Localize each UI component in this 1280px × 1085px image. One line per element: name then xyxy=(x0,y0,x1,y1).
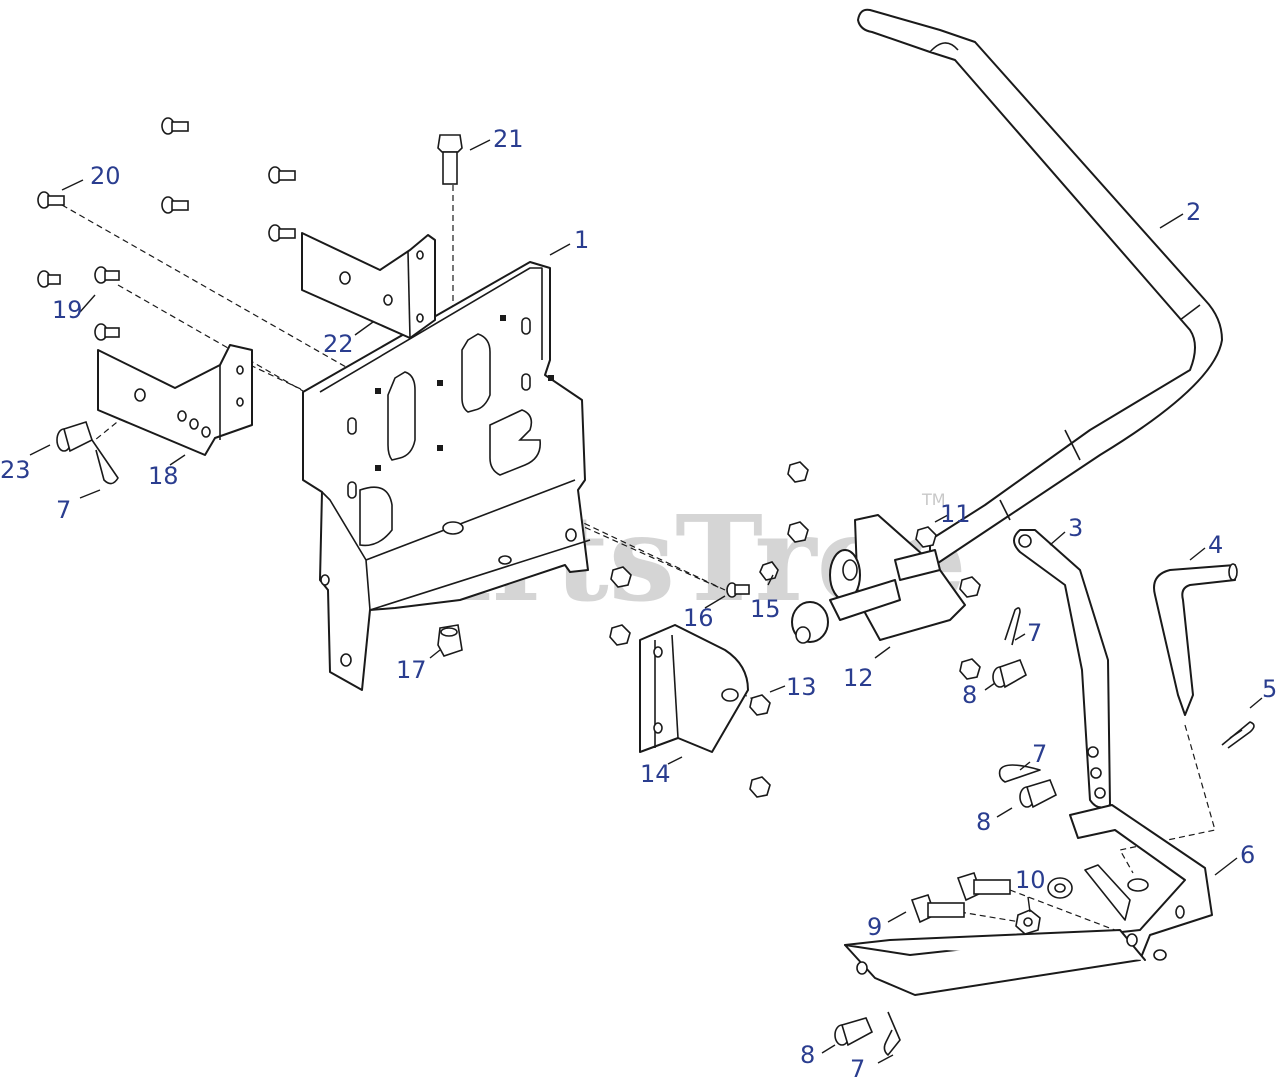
callout-16[interactable]: 16 xyxy=(683,604,714,632)
callout-18[interactable]: 18 xyxy=(148,462,179,490)
part-18-left-bracket[interactable] xyxy=(97,344,253,456)
pins-group xyxy=(56,420,1058,1056)
callout-20[interactable]: 20 xyxy=(90,162,121,190)
callout-2[interactable]: 2 xyxy=(1186,198,1201,226)
leader-lines xyxy=(29,139,1263,1064)
nut-icon[interactable] xyxy=(1015,909,1041,935)
nut-icon[interactable] xyxy=(437,624,463,657)
nut-icon[interactable] xyxy=(915,526,937,548)
nut-icon[interactable] xyxy=(787,461,809,483)
bolt-icon[interactable] xyxy=(37,191,65,209)
clevis-pin-icon[interactable] xyxy=(834,1017,874,1047)
part-12-pivot[interactable] xyxy=(791,514,966,644)
part-5-hairpin[interactable] xyxy=(1221,721,1255,749)
bolts-group xyxy=(37,117,1011,924)
callout-22[interactable]: 22 xyxy=(323,330,354,358)
callout-11[interactable]: 11 xyxy=(940,500,971,528)
callout-15[interactable]: 15 xyxy=(750,595,781,623)
bolt-icon[interactable] xyxy=(726,582,750,598)
hair-pin-icon[interactable] xyxy=(91,439,119,485)
hair-pin-icon[interactable] xyxy=(883,1011,901,1056)
callout-17[interactable]: 17 xyxy=(396,656,427,684)
watermark-trademark: TM xyxy=(921,490,946,509)
callout-3[interactable]: 3 xyxy=(1068,514,1083,542)
callout-14[interactable]: 14 xyxy=(640,760,671,788)
nut-icon[interactable] xyxy=(959,576,981,598)
nut-icon[interactable] xyxy=(959,658,981,680)
hair-pin-icon[interactable] xyxy=(998,764,1041,783)
hair-pin-icon[interactable] xyxy=(1004,607,1021,646)
callout-7-left[interactable]: 7 xyxy=(56,496,71,524)
callout-4[interactable]: 4 xyxy=(1208,531,1223,559)
part-1-main-bracket[interactable] xyxy=(302,261,591,691)
bolt-icon[interactable] xyxy=(37,270,61,288)
bolt-icon[interactable] xyxy=(94,266,120,284)
bolt-icon[interactable] xyxy=(268,224,296,242)
callout-23[interactable]: 23 xyxy=(0,456,31,484)
bolt-icon[interactable] xyxy=(161,196,189,214)
part-6-hitch[interactable] xyxy=(844,804,1213,996)
nut-icon[interactable] xyxy=(749,776,771,798)
bolt-icon[interactable] xyxy=(94,323,120,341)
bolt-icon[interactable] xyxy=(437,134,463,185)
part-3-link-bar[interactable] xyxy=(1013,529,1111,809)
callout-7-middle-right[interactable]: 7 xyxy=(1032,740,1047,768)
callout-labels: 1 2 3 4 5 6 7 7 7 7 8 8 8 9 10 11 12 13 … xyxy=(0,125,1277,1083)
nut-icon[interactable] xyxy=(609,624,631,646)
callout-8-bottom[interactable]: 8 xyxy=(800,1041,815,1069)
bolt-icon[interactable] xyxy=(910,894,965,924)
callout-7-upper-right[interactable]: 7 xyxy=(1027,619,1042,647)
clevis-pin-icon[interactable] xyxy=(1019,779,1058,809)
bolt-icon[interactable] xyxy=(268,166,296,184)
callout-10[interactable]: 10 xyxy=(1015,866,1046,894)
callout-19[interactable]: 19 xyxy=(52,296,83,324)
callout-9[interactable]: 9 xyxy=(867,913,882,941)
callout-6[interactable]: 6 xyxy=(1240,841,1255,869)
part-2-handle[interactable] xyxy=(857,8,1223,564)
part-4-pin[interactable] xyxy=(1153,563,1238,716)
callout-7-bottom[interactable]: 7 xyxy=(850,1055,865,1083)
bolt-icon[interactable] xyxy=(161,117,189,135)
part-14-side-bracket[interactable] xyxy=(639,624,749,753)
callout-8-upper[interactable]: 8 xyxy=(962,681,977,709)
washer-icon[interactable] xyxy=(1047,877,1073,899)
nut-icon[interactable] xyxy=(749,694,771,716)
callout-5[interactable]: 5 xyxy=(1262,675,1277,703)
nuts-group xyxy=(437,461,1073,935)
nut-icon[interactable] xyxy=(787,521,809,543)
callout-13[interactable]: 13 xyxy=(786,673,817,701)
callout-21[interactable]: 21 xyxy=(493,125,524,153)
bolt-icon[interactable] xyxy=(956,872,1011,902)
part-22-upper-bracket[interactable] xyxy=(301,232,436,339)
callout-12[interactable]: 12 xyxy=(843,664,874,692)
callout-8-middle[interactable]: 8 xyxy=(976,808,991,836)
clevis-pin-icon[interactable] xyxy=(56,420,93,453)
nut-icon[interactable] xyxy=(610,566,632,588)
clevis-pin-icon[interactable] xyxy=(992,658,1028,689)
callout-1[interactable]: 1 xyxy=(574,226,589,254)
